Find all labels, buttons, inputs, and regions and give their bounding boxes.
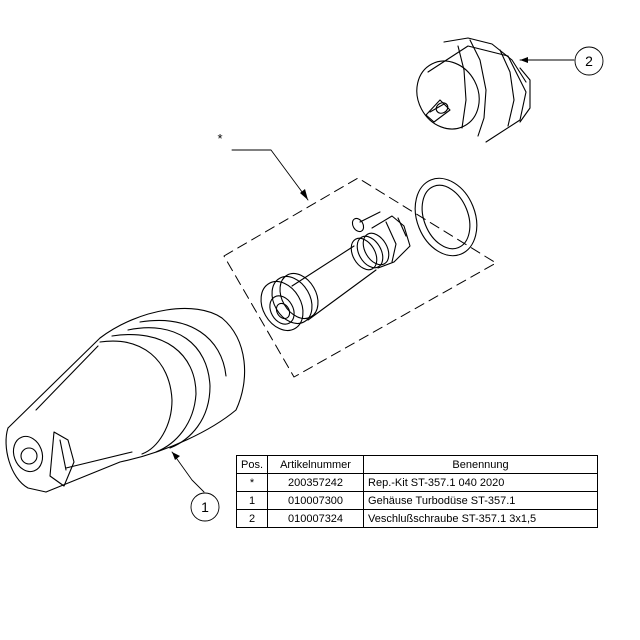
o-ring-part	[414, 177, 478, 257]
row-article-number: 010007300	[267, 491, 365, 510]
table-row: * 200357242 Rep.-Kit ST-357.1 040 2020	[235, 473, 599, 492]
row-designation: Rep.-Kit ST-357.1 040 2020	[363, 473, 599, 492]
callout-kit: *	[217, 131, 309, 201]
row-article-number: 010007324	[267, 509, 365, 528]
row-pos: 2	[235, 509, 269, 528]
header-article-number: Artikelnummer	[267, 455, 365, 474]
header-designation: Benennung	[363, 455, 599, 474]
turbo-cartridge-part	[260, 211, 411, 331]
nozzle-housing-part	[5, 307, 246, 493]
callout-2-label: 2	[585, 53, 593, 69]
callout-1-label: 1	[201, 499, 209, 515]
callout-kit-label: *	[217, 131, 222, 146]
header-pos: Pos.	[235, 455, 269, 474]
parts-table-header-row: Pos. Artikelnummer Benennung	[235, 455, 599, 474]
repair-kit-outline	[223, 177, 497, 378]
table-row: 1 010007300 Gehäuse Turbodüse ST-357.1	[235, 491, 599, 510]
row-designation: Gehäuse Turbodüse ST-357.1	[363, 491, 599, 510]
row-pos: *	[235, 473, 269, 492]
callout-1: 1	[171, 451, 220, 522]
callout-2: 2	[519, 46, 604, 76]
row-pos: 1	[235, 491, 269, 510]
parts-table: Pos. Artikelnummer Benennung * 200357242…	[235, 455, 599, 528]
row-designation: Veschlußschraube ST-357.1 3x1,5	[363, 509, 599, 528]
row-article-number: 200357242	[267, 473, 365, 492]
closure-screw-part	[416, 37, 531, 143]
table-row: 2 010007324 Veschlußschraube ST-357.1 3x…	[235, 509, 599, 528]
